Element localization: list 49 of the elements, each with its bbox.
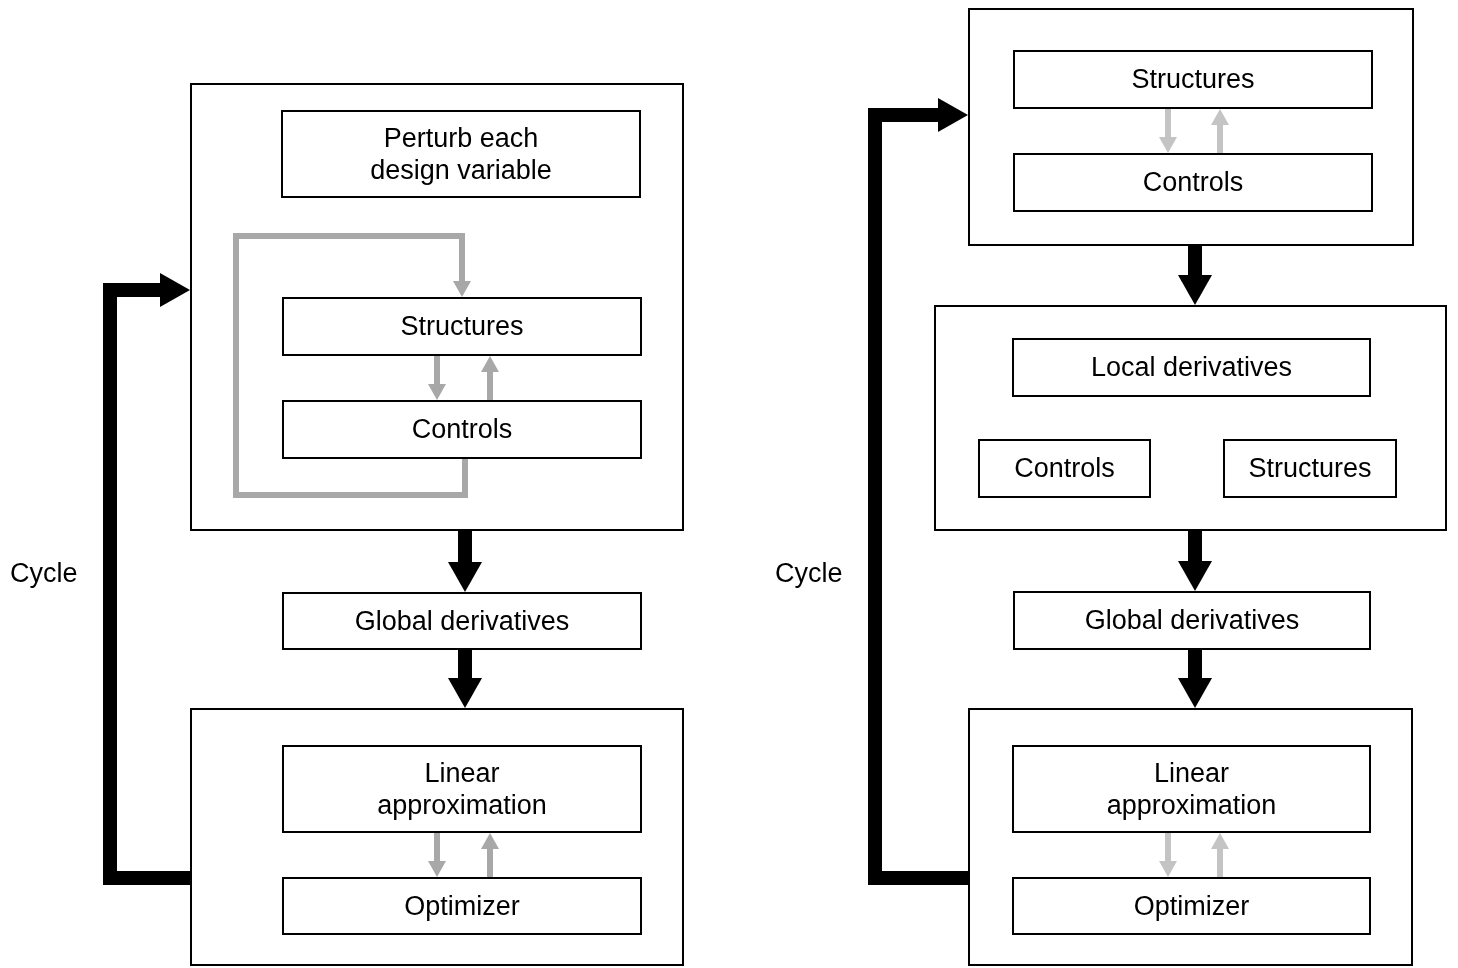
group-box xyxy=(968,8,1414,246)
process-box xyxy=(1013,50,1373,109)
box-label: Linear approximation xyxy=(1105,756,1278,822)
process-box xyxy=(282,400,642,459)
box-label: Local derivatives xyxy=(1089,351,1294,384)
box-label: Linear approximation xyxy=(376,756,548,822)
box-label: Controls xyxy=(1013,452,1116,485)
box-label: Optimizer xyxy=(403,889,521,923)
process-box xyxy=(282,592,642,650)
arrow xyxy=(428,833,446,877)
thick-arrow xyxy=(868,98,968,885)
box-label: Global derivatives xyxy=(1083,604,1301,637)
box-label: Controls xyxy=(1141,166,1245,199)
box-label: Structures xyxy=(1247,452,1373,485)
process-box xyxy=(1013,153,1373,212)
arrow xyxy=(481,833,499,877)
process-box xyxy=(282,877,642,935)
thick-arrow xyxy=(1178,650,1212,708)
arrow xyxy=(428,356,446,400)
group-box xyxy=(190,83,684,531)
process-box xyxy=(1012,745,1371,833)
arrow xyxy=(1211,109,1229,153)
box-label: Structures xyxy=(1130,63,1256,96)
arrow xyxy=(1211,833,1229,877)
box-label: Controls xyxy=(410,413,514,446)
thick-arrow xyxy=(1178,531,1212,591)
arrow xyxy=(1159,833,1177,877)
box-label: Optimizer xyxy=(1132,889,1251,923)
process-box xyxy=(281,110,641,198)
group-box xyxy=(968,708,1413,966)
process-box xyxy=(282,745,642,833)
process-box xyxy=(978,439,1151,498)
process-box xyxy=(1223,439,1397,498)
process-box xyxy=(1012,877,1371,935)
arrow xyxy=(233,233,471,498)
arrow xyxy=(1159,109,1177,153)
group-box xyxy=(190,708,684,966)
process-box xyxy=(282,297,642,356)
thick-arrow xyxy=(448,531,482,592)
box-label: Perturb each design variable xyxy=(369,121,553,187)
thick-arrow xyxy=(1178,246,1212,305)
process-box xyxy=(1013,591,1371,650)
thick-arrow xyxy=(103,273,190,885)
box-label: Structures xyxy=(399,310,525,343)
thick-arrow xyxy=(448,650,482,708)
process-box xyxy=(1012,338,1371,397)
group-box xyxy=(934,305,1447,531)
arrow xyxy=(481,356,499,400)
box-label: Global derivatives xyxy=(353,604,571,638)
